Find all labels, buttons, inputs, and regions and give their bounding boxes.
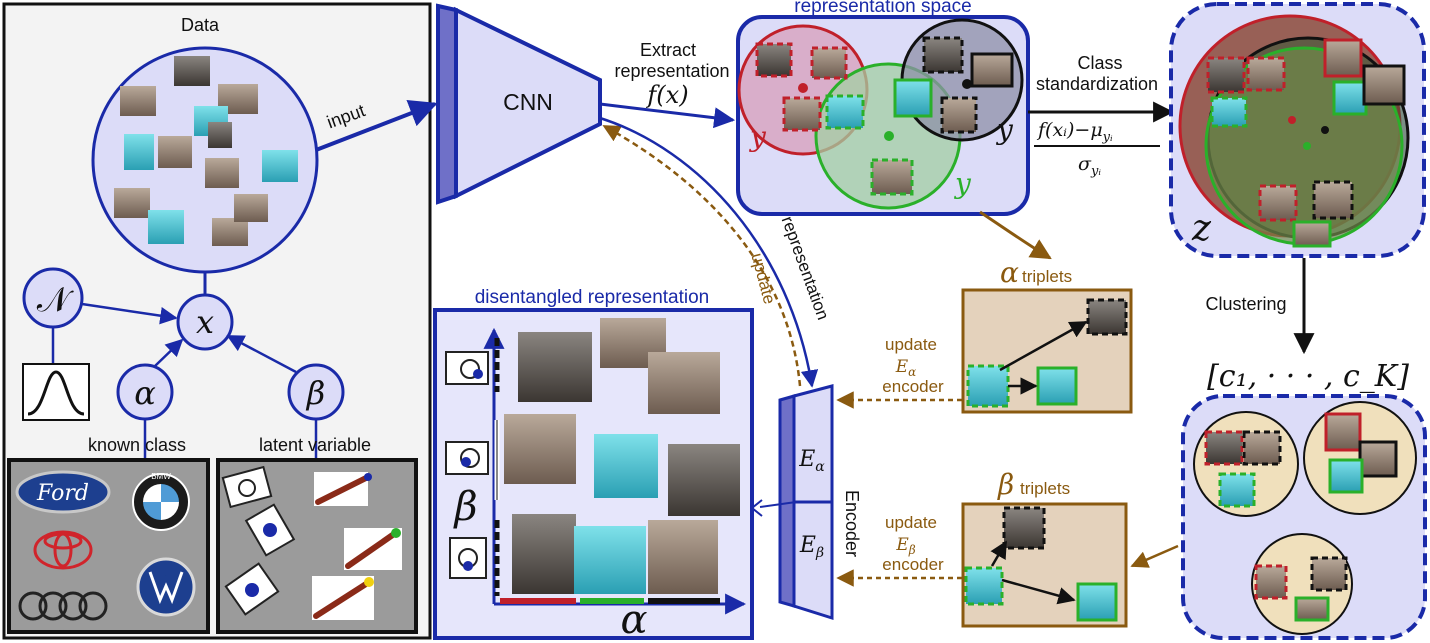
disentangled-panel: disentangled representation β α	[433, 287, 754, 643]
z-space: z	[1169, 2, 1426, 258]
y-red-label: y	[748, 120, 767, 153]
representation-arrow	[599, 116, 819, 388]
latent-variable-label: latent variable	[259, 435, 371, 455]
disentangled-title: disentangled representation	[475, 287, 710, 308]
beta-axis-label: β	[452, 484, 477, 530]
ford-logo	[15, 470, 111, 514]
alpha-node-label: α	[134, 374, 156, 412]
update-cnn-label: update	[747, 251, 779, 306]
svg-text:Toyota: Toyota	[62, 578, 65, 581]
brush-icons	[312, 472, 402, 620]
representation-label: representation	[778, 214, 833, 323]
x-node-label: x	[196, 303, 214, 341]
x-node	[176, 293, 234, 351]
extract-label-2: representation	[614, 61, 729, 81]
fx-label: f(x)	[645, 81, 688, 109]
svg-text:Eβ: Eβ	[895, 535, 915, 557]
standardization-label-2: standardization	[1036, 74, 1158, 94]
latent-variable-box	[216, 458, 418, 634]
standardization-formula: f(xᵢ)−μyᵢ σyᵢ	[1034, 119, 1160, 179]
svg-text:encoder: encoder	[882, 555, 944, 574]
input-arrow	[315, 100, 438, 152]
data-panel: Data input x 𝒩	[2, 2, 438, 640]
alpha-axis-label: α	[620, 597, 647, 643]
svg-text:σyᵢ: σyᵢ	[1078, 153, 1101, 179]
data-car-thumbnails	[114, 56, 298, 246]
alpha-triplets: α triplets	[961, 256, 1133, 414]
known-class-label: known class	[88, 435, 186, 455]
update-alpha-label: update Eα encoder	[882, 335, 944, 396]
svg-text:update: update	[885, 335, 937, 354]
representation-space: representation space y y y	[736, 0, 1030, 216]
encoder-label: Encoder	[842, 490, 862, 557]
clustering-result: [c₁, · · · , c_K]	[1207, 359, 1409, 394]
svg-text:update: update	[885, 513, 937, 532]
known-class-box: Ford BMW Toyota VW Au	[7, 458, 210, 634]
toyota-logo	[33, 530, 93, 570]
svg-text:f(xᵢ)−μyᵢ: f(xᵢ)−μyᵢ	[1036, 119, 1113, 145]
alpha-triplets-symbol: α	[1000, 256, 1019, 289]
alpha-triplets-label: triplets	[1022, 267, 1072, 286]
data-title: Data	[181, 15, 220, 35]
svg-text:Eα: Eα	[895, 357, 917, 379]
audi-logo: Audi	[18, 591, 108, 631]
beta-node-label: β	[306, 374, 326, 412]
cnn-label: CNN	[503, 89, 553, 115]
y-black-label: y	[995, 113, 1014, 146]
extract-arrow	[599, 102, 736, 129]
beta-triplets-label: triplets	[1020, 479, 1070, 498]
extract-label-1: Extract	[640, 40, 696, 60]
svg-text:BMW: BMW	[151, 472, 171, 481]
z-car-thumbnails	[1206, 38, 1406, 248]
svg-text:Ford: Ford	[36, 481, 89, 506]
update-beta-label: update Eβ encoder	[882, 513, 944, 574]
svg-text:encoder: encoder	[882, 377, 944, 396]
cluster-car-thumbnails	[1204, 412, 1398, 622]
cnn-block: CNN	[436, 3, 602, 205]
disentangled-car-thumbnails	[504, 318, 740, 594]
beta-triplets-symbol: β	[997, 468, 1014, 501]
svg-text:Eβ: Eβ	[799, 533, 824, 561]
encoder-block: Eα Eβ Encoder	[778, 384, 862, 621]
camera-icons	[221, 465, 296, 616]
clustering-label: Clustering	[1205, 294, 1286, 314]
svg-text:Eα: Eα	[798, 447, 825, 475]
y-green-label: y	[953, 167, 972, 200]
clusters-panel	[1181, 394, 1427, 640]
svg-text:Audi: Audi	[62, 628, 65, 631]
gaussian-curve	[27, 370, 85, 416]
normal-node-label: 𝒩	[37, 280, 74, 320]
standardization-label-1: Class	[1077, 53, 1122, 73]
rep-to-alpha-arrow	[979, 210, 1052, 260]
clusters-to-beta-arrow	[1130, 544, 1179, 568]
beta-triplets: β triplets	[961, 468, 1128, 628]
representation-space-title: representation space	[794, 0, 971, 17]
svg-text:VW: VW	[165, 575, 167, 577]
update-cnn-arrow	[602, 124, 802, 387]
vw-logo: VW	[136, 557, 196, 617]
beta-axis-camera-icons	[445, 351, 489, 579]
rep-car-thumbnails	[755, 36, 1014, 196]
z-label: z	[1191, 208, 1212, 249]
